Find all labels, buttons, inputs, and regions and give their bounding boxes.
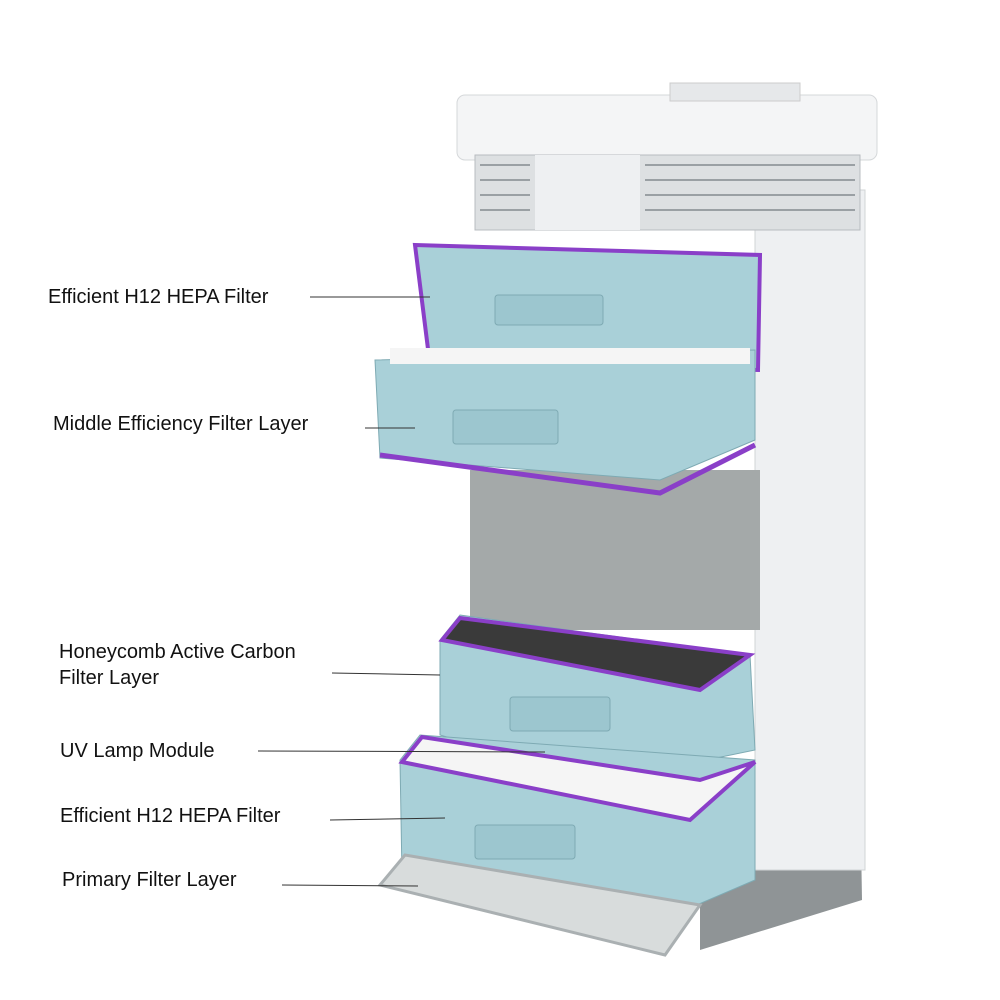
primary-filter-mesh (377, 853, 703, 957)
label-middle-efficiency: Middle Efficiency Filter Layer (53, 413, 309, 435)
label-hepa-top: Efficient H12 HEPA Filter (48, 286, 269, 308)
top-cover (456, 94, 878, 161)
fan-grille (474, 154, 861, 231)
label-uv-lamp: UV Lamp Module (60, 740, 215, 762)
purifier-body (754, 189, 866, 871)
label-primary-filter: Primary Filter Layer (62, 869, 237, 891)
inner-chamber (470, 470, 760, 630)
leader-lines (257, 296, 546, 887)
label-hepa-bottom: Efficient H12 HEPA Filter (60, 805, 281, 827)
label-carbon-line1: Honeycomb Active Carbon (59, 641, 296, 663)
label-carbon-line2: Filter Layer (59, 667, 160, 689)
